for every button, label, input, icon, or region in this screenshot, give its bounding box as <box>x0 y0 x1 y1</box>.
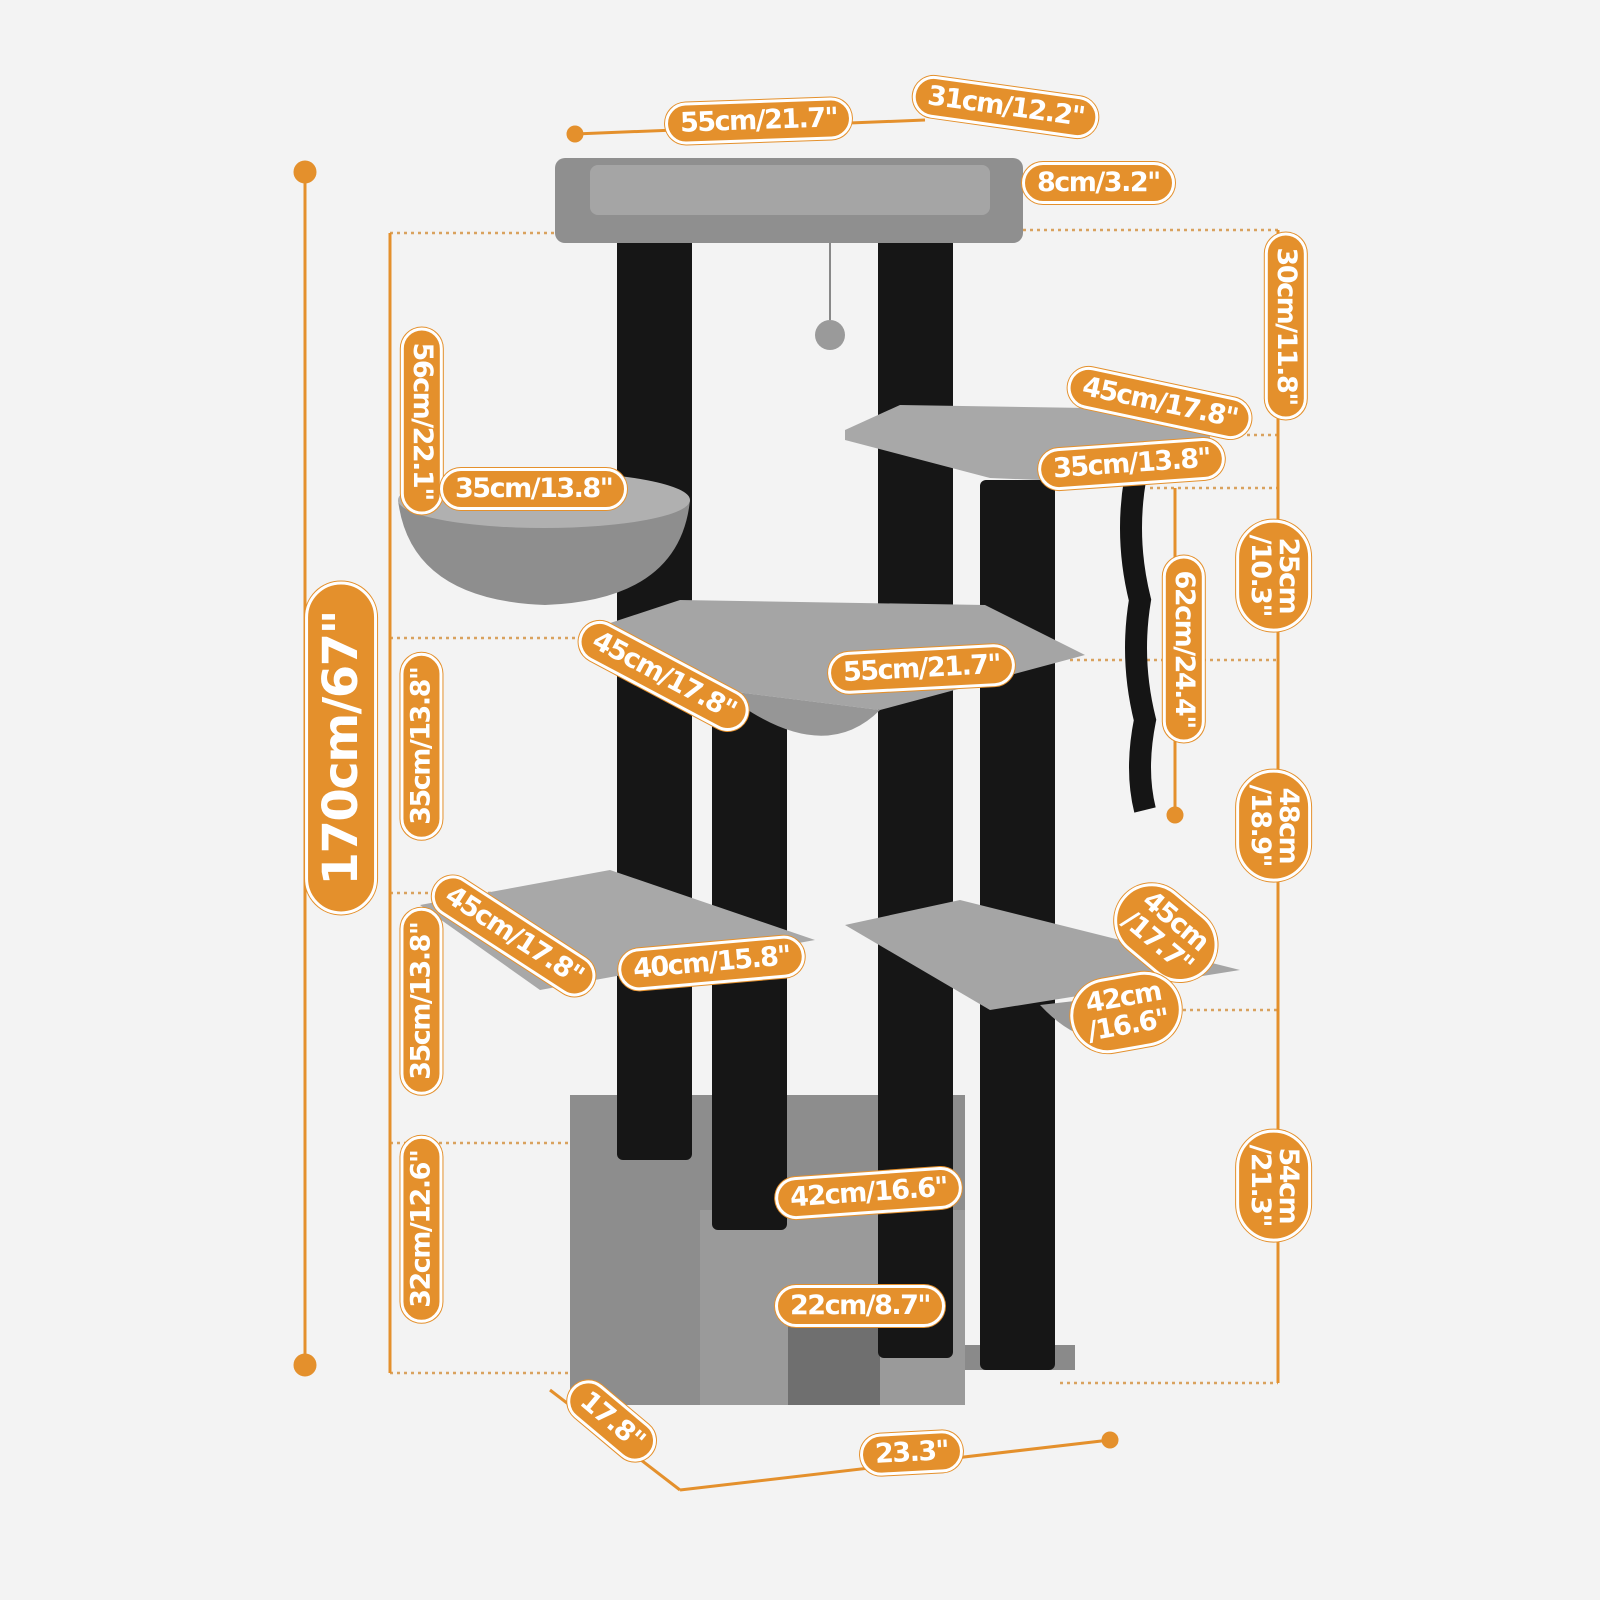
label-right-top-gap: 30cm/11.8" <box>1264 232 1307 420</box>
label-door-width: 22cm/8.7" <box>775 1285 945 1328</box>
label-left-top-gap: 56cm/22.1" <box>400 327 443 515</box>
label-left-gap-1: 35cm/13.8" <box>400 652 443 840</box>
label-condo-height: 32cm/12.6" <box>400 1135 443 1323</box>
label-base-width: 23.3" <box>858 1429 965 1478</box>
label-total-height: 170cm/67" <box>305 581 378 915</box>
hanging-rope <box>1120 478 1157 813</box>
label-rope-length: 62cm/24.4" <box>1162 555 1205 743</box>
label-top-height: 8cm/3.2" <box>1022 162 1175 205</box>
label-right-gap-3: 54cm /21.3" <box>1236 1129 1312 1242</box>
label-top-width: 55cm/21.7" <box>664 96 853 146</box>
hanging-ball <box>815 320 845 350</box>
label-left-gap-2: 35cm/13.8" <box>400 907 443 1095</box>
label-right-gap-1: 25cm /10.3" <box>1236 519 1312 632</box>
label-basket-diameter: 35cm/13.8" <box>440 468 628 511</box>
label-right-gap-2: 48cm /18.9" <box>1236 769 1312 882</box>
